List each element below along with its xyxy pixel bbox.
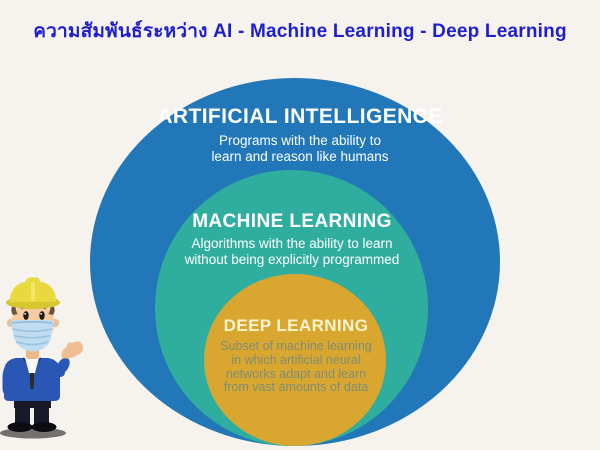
mascot-shoe-right <box>31 422 57 432</box>
mascot-right-hand <box>61 341 83 359</box>
ai-desc-line-1: Programs with the ability to <box>218 133 382 148</box>
mascot-leg-right <box>34 400 49 425</box>
ml-ring-title: MACHINE LEARNING <box>192 211 392 232</box>
ml-desc-line-1: Algorithms with the ability to learn <box>191 236 393 251</box>
dl-ring-text: DEEP LEARNING Subset of machine learning… <box>0 316 592 395</box>
mascot-shirt <box>25 358 39 384</box>
ml-desc-line-2: without being explicitly programmed <box>184 252 400 268</box>
ai-ring-title: ARTIFICIAL INTELLIGENCE <box>157 105 443 128</box>
ai-ring-text: ARTIFICIAL INTELLIGENCE Programs with th… <box>0 105 600 166</box>
mascot-mask-top-edge <box>11 321 53 324</box>
mascot-eye-glint-right <box>40 312 42 315</box>
dl-desc-line-3: networks adapt and learn <box>225 366 367 381</box>
mascot-mask-pleat-2 <box>13 334 51 339</box>
mascot-eye-left <box>23 311 29 320</box>
mascot-hair-right <box>48 305 55 315</box>
dl-desc-line-4: from vast amounts of data <box>223 380 369 395</box>
mascot-eye-right <box>39 311 45 320</box>
dl-ring-description: Subset of machine learning in which arti… <box>0 339 592 395</box>
ml-ring-description: Algorithms with the ability to learn wit… <box>0 236 584 269</box>
mascot-shoe-left <box>7 422 33 432</box>
dl-ring-title: DEEP LEARNING <box>223 316 369 335</box>
dl-desc-line-2: in which artificial neural <box>231 352 361 367</box>
mascot-right-forearm <box>56 357 70 375</box>
mascot-hat-ridge <box>26 277 40 286</box>
mascot-leg-left <box>15 400 30 425</box>
mascot-hair-left <box>11 305 18 315</box>
ai-desc-line-2: learn and reason like humans <box>211 149 389 165</box>
ai-ring-description: Programs with the ability to learn and r… <box>0 133 600 166</box>
mascot-tie <box>29 373 35 389</box>
page-title: ความสัมพันธ์ระหว่าง AI - Machine Learnin… <box>33 21 567 42</box>
dl-desc-line-1: Subset of machine learning <box>220 339 372 353</box>
ml-ring-text: MACHINE LEARNING Algorithms with the abi… <box>0 211 584 269</box>
worker-mascot <box>0 277 83 439</box>
mascot-mask-strap-left <box>7 321 13 327</box>
mascot-eye-glint-left <box>24 312 26 315</box>
mascot-mask-strap-right <box>51 321 57 327</box>
mascot-mask-pleat-1 <box>12 328 52 333</box>
mascot-mask-pleat-3 <box>15 341 49 346</box>
circle-deep-learning <box>204 274 386 446</box>
